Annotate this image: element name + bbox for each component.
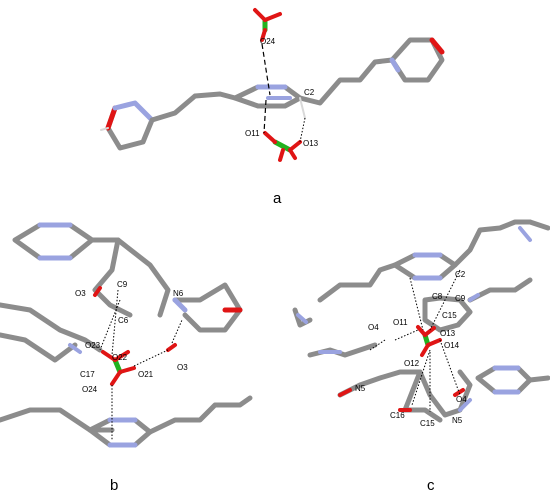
b-perchlorate <box>101 350 136 386</box>
c-label-c16: C16 <box>390 411 405 420</box>
c-label-n5-left: N5 <box>355 384 366 393</box>
c-middle-ring <box>307 277 533 358</box>
c-contact-o4-o11 <box>394 329 419 341</box>
panel-b: C9 O3 N6 C6 O23 O22 C17 O21 O3 O24 b <box>0 222 253 494</box>
b-contact-o3-n6 <box>171 319 183 344</box>
c-label-o12: O12 <box>404 359 420 368</box>
contact-c2-o13 <box>299 117 306 143</box>
label-c2: C2 <box>304 88 315 97</box>
c-label-o13: O13 <box>440 329 456 338</box>
b-label-o3-top: O3 <box>75 289 86 298</box>
left-morpholine-ring <box>100 100 155 151</box>
c-contact-c2 <box>429 269 461 331</box>
left-alkyl-chain <box>149 91 238 123</box>
b-label-o23: O23 <box>85 341 101 350</box>
c2-hydrogen <box>299 97 306 119</box>
c-bottom-ring <box>337 365 550 423</box>
c-label-o11: O11 <box>393 318 408 327</box>
c-top-ring <box>392 252 458 281</box>
c-label-c2: C2 <box>455 270 466 279</box>
label-o11: O11 <box>245 129 260 138</box>
c-top-right-chain <box>452 219 533 268</box>
contact-o24-ring <box>261 43 271 96</box>
b-top-ring <box>12 222 95 261</box>
label-o24: O24 <box>260 37 276 46</box>
b-left-chain-2 <box>0 332 78 363</box>
c-label-c15-top: C15 <box>442 311 457 320</box>
b-label-o21: O21 <box>138 370 154 379</box>
b-label-o24: O24 <box>82 385 98 394</box>
panel-label-a: a <box>273 190 282 207</box>
c-top-left-chain <box>317 262 398 303</box>
c-label-c9: C9 <box>455 294 466 303</box>
c-perchlorate <box>416 325 442 357</box>
c-left-n <box>296 313 308 324</box>
panel-label-b: b <box>110 477 118 494</box>
c-label-o4-right: O4 <box>456 395 467 404</box>
b-contact-o21-o3 <box>133 349 169 367</box>
b-label-o22: O22 <box>112 353 128 362</box>
b-upper-chain <box>89 237 133 318</box>
b-label-c6: C6 <box>118 316 129 325</box>
panel-c: C2 C8 C9 C15 O4 O11 O13 O14 O12 N5 O4 C1… <box>292 219 550 494</box>
c-label-n5-bottom: N5 <box>452 416 463 425</box>
central-aromatic-ring <box>232 84 303 109</box>
b-o3-top <box>93 286 102 297</box>
b-right-morpholine <box>172 282 243 333</box>
panel-label-c: c <box>427 477 435 494</box>
b-o3-right <box>166 343 177 352</box>
label-o13: O13 <box>303 139 319 148</box>
perchlorate-top <box>253 8 282 42</box>
c-label-o14: O14 <box>444 341 460 350</box>
contact-o11-ring <box>263 99 267 134</box>
c-label-c8: C8 <box>432 292 443 301</box>
b-label-c17: C17 <box>80 370 95 379</box>
b-left-chain <box>0 302 103 353</box>
b-left-nitrogen <box>68 343 82 354</box>
c-contact-o11-ring <box>409 277 424 331</box>
b-label-o3-right: O3 <box>177 363 188 372</box>
c-label-c15-bottom: C15 <box>420 419 435 428</box>
c-label-o4-left: O4 <box>368 323 379 332</box>
c-top-right-n <box>518 226 532 242</box>
right-alkyl-chain <box>297 57 395 106</box>
c-top-right-tail <box>527 219 550 231</box>
b-contact-c6 <box>99 299 121 351</box>
right-morpholine-ring <box>389 37 445 83</box>
b-bottom-ring <box>0 395 253 448</box>
panel-a: O24 C2 O11 O13 a <box>100 8 445 207</box>
b-upper-chain-2 <box>115 237 171 318</box>
b-contact-c9 <box>111 289 119 356</box>
perchlorate-bottom <box>263 131 302 162</box>
b-label-n6: N6 <box>173 289 184 298</box>
b-label-c9: C9 <box>117 280 128 289</box>
